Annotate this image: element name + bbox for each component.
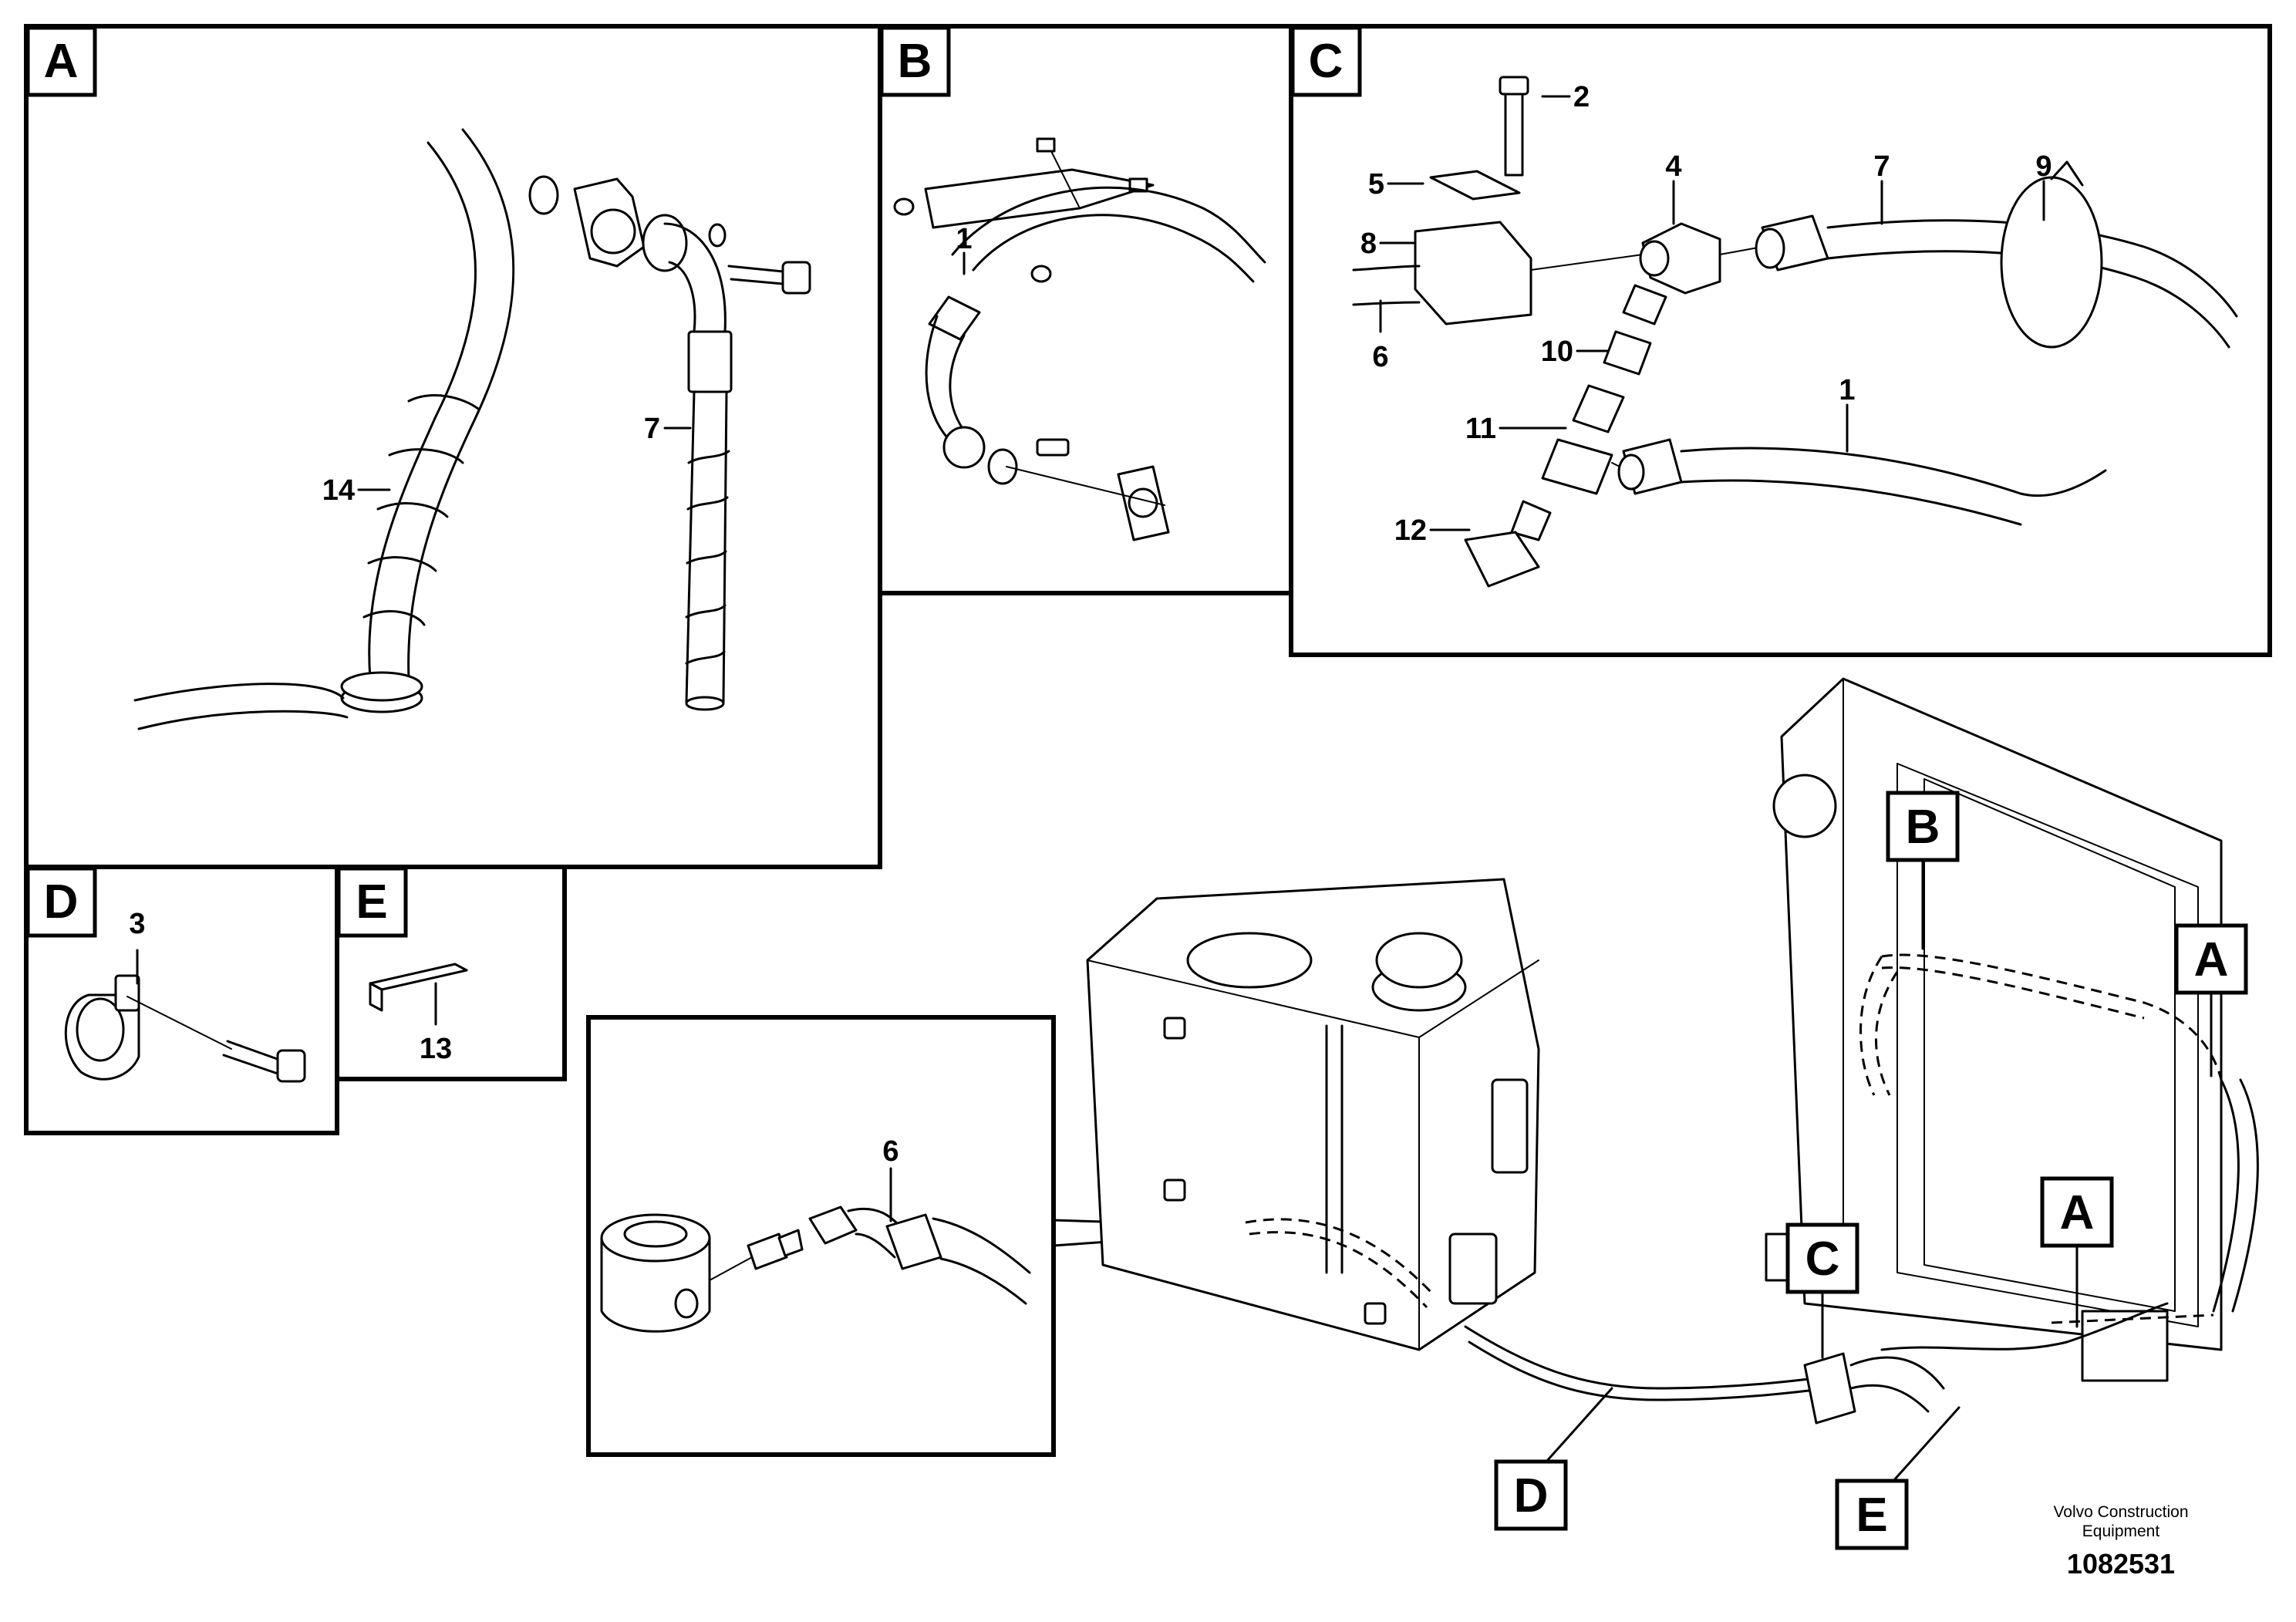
callout-a-lower: A (2040, 1176, 2114, 1328)
hose-14-drawing (133, 128, 515, 730)
part-label-5: 5 (1368, 168, 1384, 201)
fittings-drawing-c (1352, 76, 2238, 588)
detail-fitting-6-panel: 6 (586, 1015, 1251, 1457)
callout-e: E (1835, 1406, 1961, 1550)
callout-d: D (1494, 1387, 1613, 1531)
part-label-14: 14 (322, 474, 355, 507)
svg-text:A: A (2060, 1186, 2095, 1239)
brand-line-1: Volvo Construction (2053, 1503, 2188, 1521)
view-a-panel: A (24, 24, 882, 869)
view-d-tag (25, 866, 97, 938)
view-c-panel: C (1289, 24, 2272, 657)
part-label-11: 11 (1465, 413, 1496, 445)
hose-7-drawing-a (528, 175, 811, 711)
part-label-8: 8 (1360, 228, 1377, 260)
part-label-1-c: 1 (1839, 374, 1855, 406)
part-label-13: 13 (420, 1033, 452, 1065)
part-label-6-c: 6 (1372, 341, 1388, 373)
view-b-panel: B 1 (878, 24, 1293, 595)
part-label-4: 4 (1665, 150, 1681, 183)
view-b-tag (879, 25, 951, 97)
view-c-tag (1290, 25, 1362, 97)
part-label-1-b: 1 (956, 223, 972, 255)
view-a-label: A (44, 35, 79, 88)
brand-line-2: Equipment (2082, 1523, 2160, 1540)
hose-routing-drawing (1245, 953, 2259, 1425)
view-d-panel: D 3 (24, 865, 339, 1135)
fitting-6-drawing (600, 1206, 1031, 1333)
part-label-6-detail: 6 (882, 1135, 899, 1168)
svg-text:D: D (1514, 1469, 1549, 1523)
part-label-7-a: 7 (644, 413, 660, 445)
hose-1-drawing-b (893, 137, 1266, 541)
callout-a-upper: A (2174, 923, 2248, 1077)
svg-text:C: C (1805, 1233, 1840, 1286)
svg-text:E: E (1856, 1489, 1887, 1542)
part-label-2: 2 (1573, 81, 1590, 113)
view-e-label: E (356, 875, 387, 929)
view-c-label: C (1309, 35, 1344, 88)
view-a-tag (25, 25, 97, 97)
view-e-tag (336, 866, 408, 938)
plate-13-drawing (369, 963, 468, 1012)
part-label-9: 9 (2035, 150, 2052, 183)
part-label-3: 3 (129, 908, 145, 940)
view-b-label: B (898, 35, 932, 88)
callout-b: B (1886, 791, 1960, 950)
part-label-7-c: 7 (1873, 150, 1890, 183)
document-number: 1082531 (2067, 1548, 2175, 1580)
part-label-10: 10 (1541, 336, 1573, 368)
callout-c: C (1785, 1222, 1859, 1359)
part-label-12: 12 (1394, 514, 1427, 547)
clamp-3-drawing (64, 974, 306, 1083)
view-e-panel: E 13 (335, 865, 567, 1081)
svg-text:B: B (1906, 801, 1940, 854)
view-d-label: D (44, 875, 79, 929)
hydraulic-tank-drawing (1086, 878, 1540, 1351)
svg-text:A: A (2194, 933, 2229, 986)
